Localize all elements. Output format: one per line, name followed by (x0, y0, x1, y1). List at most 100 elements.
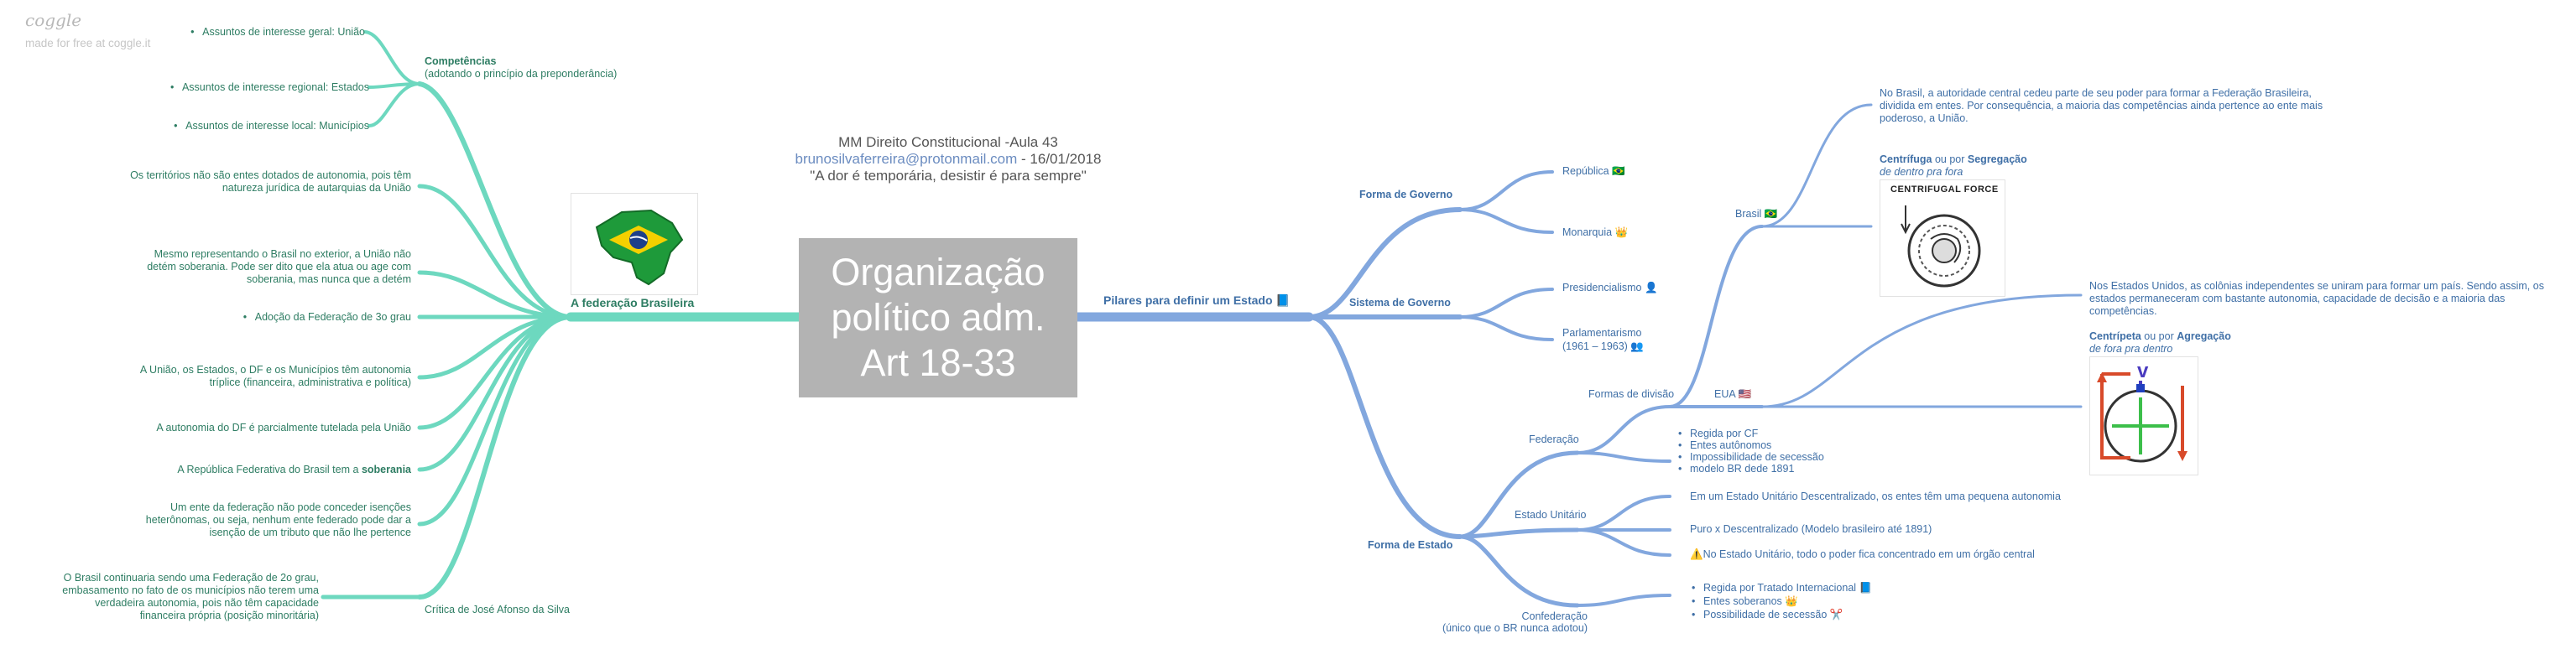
note-autonomia-triplice[interactable]: A União, os Estados, o DF e os Município… (139, 364, 411, 388)
header-quote: "A dor é temporária, desistir é para sem… (810, 168, 1087, 184)
link-forma-governo (1306, 207, 1463, 319)
link-parlamentarismo (1458, 315, 1554, 341)
republica-bold: soberania (361, 464, 411, 475)
crown-icon-2: 👑 (1785, 595, 1798, 607)
agregacao-label: Agregação (2177, 330, 2231, 342)
conf-bullet-1[interactable]: Regida por Tratado Internacional 📘 (1692, 582, 1872, 594)
fed-bullet-2[interactable]: Entes autônomos (1678, 439, 1771, 452)
link-competencias (417, 81, 573, 319)
eua-node[interactable]: EUA 🇺🇸 (1714, 388, 1751, 401)
pilares-label: Pilares para definir um Estado (1103, 293, 1273, 307)
centrifuga-ou: ou por (1932, 153, 1968, 165)
author-email[interactable]: brunosilvaferreira@protonmail.com (795, 151, 1018, 167)
fed-bullet-3[interactable]: Impossibilidade de secessão (1678, 451, 1824, 464)
us-flag-icon: 🇺🇸 (1738, 388, 1752, 400)
monarquia-node[interactable]: Monarquia 👑 (1562, 226, 1628, 239)
comp-item-geral[interactable]: Assuntos de interesse geral: União (190, 26, 365, 39)
centrifugal-caption: CENTRIFUGAL FORCE (1890, 184, 1999, 195)
header-title: MM Direito Constitucional -Aula 43 (838, 134, 1058, 150)
federacao-brasileira-node[interactable]: A federação Brasileira (571, 296, 695, 309)
central-node-title: Organização político adm. Art 18-33 (831, 251, 1046, 384)
conf-bullet-2[interactable]: Entes soberanos 👑 (1692, 595, 1798, 608)
conf-bullet-2-label: Entes soberanos (1703, 595, 1782, 607)
unitario-item-3[interactable]: ⚠️No Estado Unitário, todo o poder fica … (1690, 548, 2035, 561)
republica-text: A República Federativa do Brasil tem a (177, 464, 359, 475)
estado-unitario-node[interactable]: Estado Unitário (1515, 509, 1587, 521)
book-icon: 📘 (1275, 293, 1291, 307)
brasil-node[interactable]: Brasil 🇧🇷 (1735, 208, 1777, 221)
confederacao-node[interactable]: Confederação (1521, 610, 1588, 622)
eua-note[interactable]: Nos Estados Unidos, as colônias independ… (2089, 280, 2544, 317)
link-territorios (417, 184, 573, 319)
competencias-title[interactable]: Competências (425, 55, 497, 67)
pilares-node[interactable]: Pilares para definir um Estado 📘 (1103, 294, 1291, 307)
fed-bullet-1[interactable]: Regida por CF (1678, 428, 1758, 440)
link-unit-1 (1576, 495, 1671, 532)
link-estado-unitario (1457, 527, 1580, 539)
conf-bullet-1-label: Regida por Tratado Internacional (1703, 582, 1857, 594)
centrifugal-icon (1901, 205, 1981, 288)
note-republica[interactable]: A República Federativa do Brasil tem a s… (177, 464, 411, 476)
link-republica (417, 314, 573, 472)
coggle-logo[interactable]: coggle (25, 10, 82, 30)
link-forma-estado (1306, 314, 1463, 539)
forma-governo-node[interactable]: Forma de Governo (1359, 189, 1453, 200)
map-header: MM Direito Constitucional -Aula 43 bruno… (789, 134, 1108, 184)
comp-item-regional[interactable]: Assuntos de interesse regional: Estados (170, 81, 369, 94)
header-author: brunosilvaferreira@protonmail.com - 16/0… (789, 151, 1108, 168)
brasil-note[interactable]: No Brasil, a autoridade central cedeu pa… (1880, 87, 2323, 124)
presidencialismo-node[interactable]: Presidencialismo 👤 (1562, 282, 1658, 294)
crown-icon: 👑 (1614, 226, 1629, 238)
unitario-item-1[interactable]: Em um Estado Unitário Descentralizado, o… (1690, 491, 2061, 502)
comp-item-local[interactable]: Assuntos de interesse local: Municípios (174, 120, 369, 132)
conf-bullet-3[interactable]: Possibilidade de secessão ✂️ (1692, 609, 1843, 621)
segregacao-label: Segregação (1967, 153, 2027, 165)
note-territorios[interactable]: Os territórios não são entes dotados de … (130, 169, 411, 194)
brazil-flag-icon-2: 🇧🇷 (1764, 208, 1778, 220)
scissors-icon: ✂️ (1829, 609, 1843, 620)
centripeta-label: Centrípeta (2089, 330, 2141, 342)
republica-node[interactable]: República 🇧🇷 (1562, 165, 1625, 178)
critica-label[interactable]: Crítica de José Afonso da Silva (425, 604, 571, 615)
competencias-subtitle: (adotando o princípio da preponderância) (425, 68, 618, 80)
brazil-map-icon (595, 209, 684, 286)
note-soberania-uniao[interactable]: Mesmo representando o Brasil no exterior… (147, 248, 411, 285)
centripeta-ou: ou por (2141, 330, 2177, 342)
link-formas-divisao (1576, 405, 1671, 454)
note-df[interactable]: A autonomia do DF é parcialmente tutelad… (156, 422, 411, 434)
link-brasil (1668, 225, 1764, 408)
link-critica (417, 314, 573, 600)
federacao-node[interactable]: Federação (1529, 434, 1579, 445)
link-fed-bullets (1576, 451, 1671, 463)
parlamentarismo-years: (1961 – 1963) 👥 (1562, 340, 1644, 353)
link-eua-note (1760, 293, 2083, 408)
unitario-item-2[interactable]: Puro x Descentralizado (Modelo brasileir… (1690, 523, 1932, 535)
header-date: - 16/01/2018 (1017, 151, 1102, 167)
formas-divisao-node[interactable]: Formas de divisão (1588, 388, 1675, 400)
central-node[interactable]: Organização político adm. Art 18-33 (799, 238, 1077, 397)
centripeta-title[interactable]: Centrípeta ou por Agregação (2089, 330, 2231, 343)
centrifuga-title[interactable]: Centrífuga ou por Segregação (1880, 153, 2027, 166)
note-isencoes[interactable]: Um ente da federação não pode conceder i… (145, 501, 411, 538)
fed-bullet-4[interactable]: modelo BR dede 1891 (1678, 463, 1794, 475)
forma-estado-node[interactable]: Forma de Estado (1368, 539, 1453, 551)
link-brasil-note (1760, 103, 1873, 228)
person-icon: 👤 (1644, 282, 1658, 293)
link-comp-local (368, 82, 421, 127)
parlamentarismo-node[interactable]: Parlamentarismo (1562, 327, 1642, 339)
sistema-governo-node[interactable]: Sistema de Governo (1349, 297, 1451, 309)
people-icon: 👥 (1630, 340, 1644, 352)
parlamentarismo-years-label: (1961 – 1963) (1562, 340, 1628, 352)
coggle-tagline[interactable]: made for free at coggle.it (25, 37, 151, 49)
conf-bullet-3-label: Possibilidade de secessão (1703, 609, 1828, 620)
link-monarquia (1458, 208, 1554, 234)
eua-label: EUA (1714, 388, 1736, 400)
centripeta-sub: de fora pra dentro (2089, 343, 2173, 355)
link-presidencialismo (1458, 288, 1554, 319)
note-3grau[interactable]: Adoção da Federação de 3o grau (243, 311, 411, 324)
brasil-label: Brasil (1735, 208, 1762, 220)
confederacao-sub: (único que o BR nunca adotou) (1442, 622, 1588, 634)
critica-text[interactable]: O Brasil continuaria sendo uma Federação… (62, 572, 319, 621)
warning-icon: ⚠️ (1690, 548, 1703, 560)
